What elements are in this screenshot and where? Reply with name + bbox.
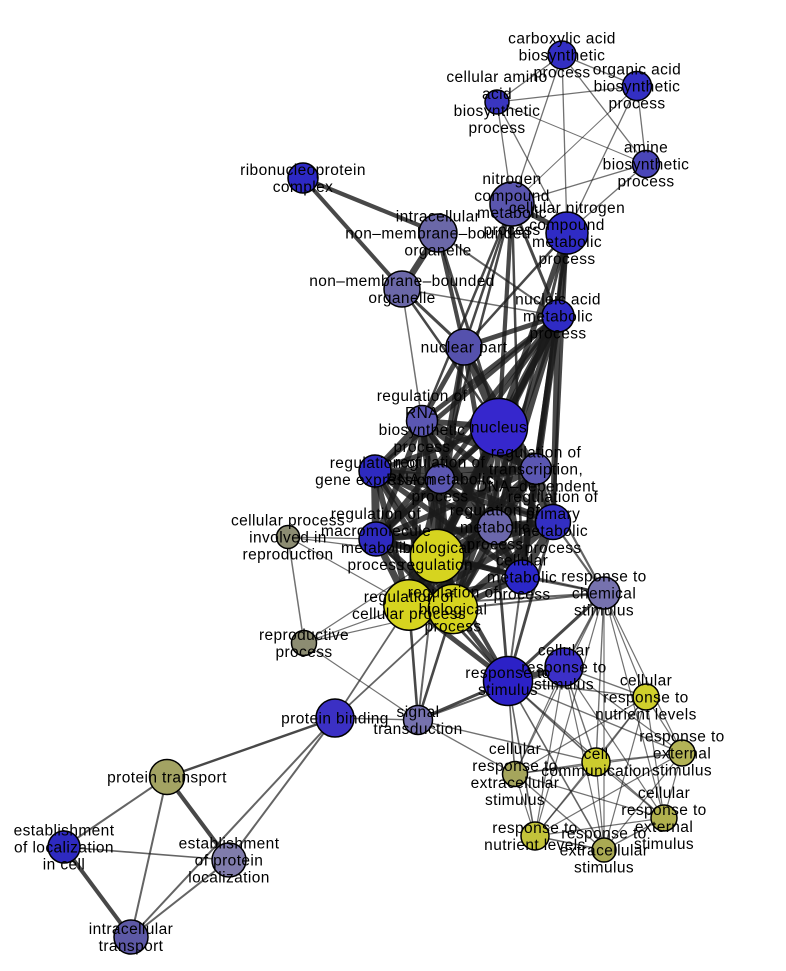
svg-text:protein binding: protein binding [281, 710, 389, 727]
svg-text:nuclear part: nuclear part [421, 339, 508, 356]
svg-text:nucleus: nucleus [471, 419, 527, 436]
svg-text:protein transport: protein transport [107, 769, 227, 786]
